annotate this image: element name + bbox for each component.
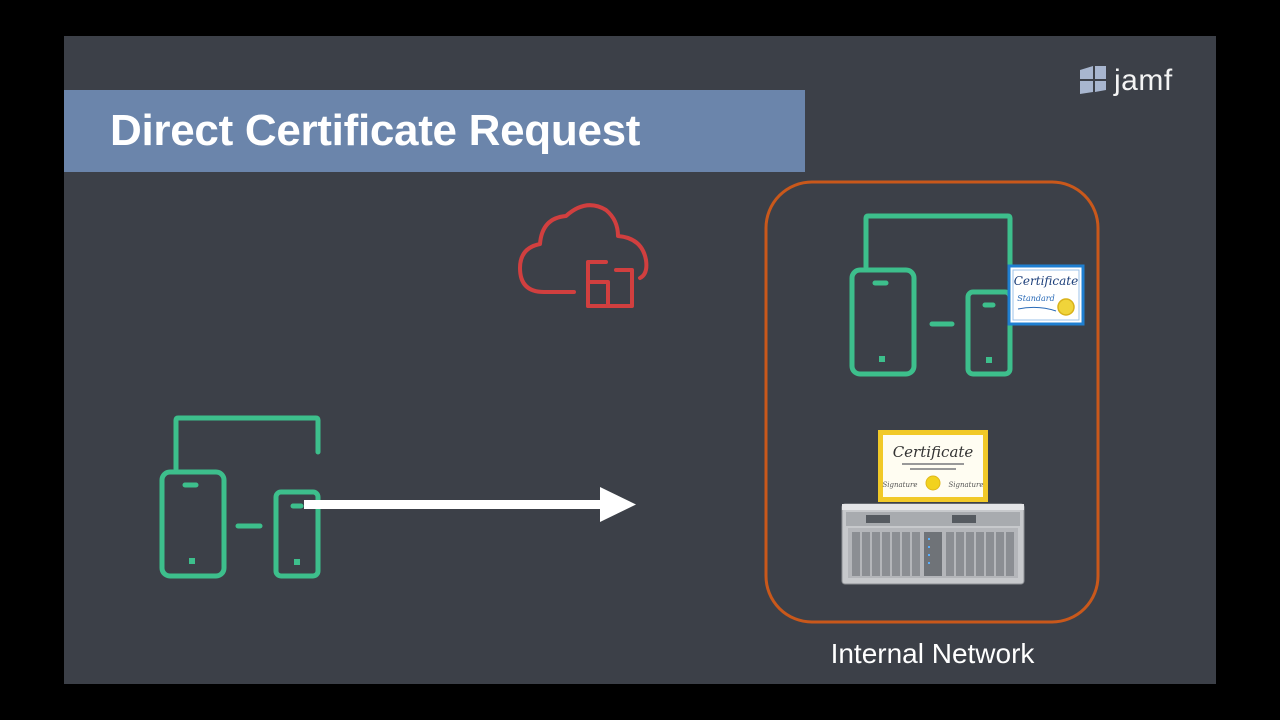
cloud-icon [518,203,649,308]
internal-network-boundary [764,180,1100,624]
certificate-icon: Certificate Standard [1007,264,1085,326]
server-certificate-signature-right: Signature [948,481,983,489]
internal-network-label: Internal Network [830,638,1035,669]
brand-name: jamf [1114,64,1173,97]
arrow-icon [304,487,636,522]
certificate-subtitle: Standard [1017,294,1054,303]
device-pair-icon [159,415,321,579]
slide-title: Direct Certificate Request [110,106,641,155]
slide: Direct Certificate Request jamf [64,36,1216,684]
server-icon: Certificate Signature Signature [841,430,1025,585]
jamf-logo-icon [1080,66,1106,94]
server-certificate-title: Certificate [893,443,974,461]
server-certificate-signature-left: Signature [882,481,917,489]
title-band: Direct Certificate Request [64,90,805,172]
device-pair-icon [849,213,1013,377]
certificate-title: Certificate [1014,274,1078,288]
